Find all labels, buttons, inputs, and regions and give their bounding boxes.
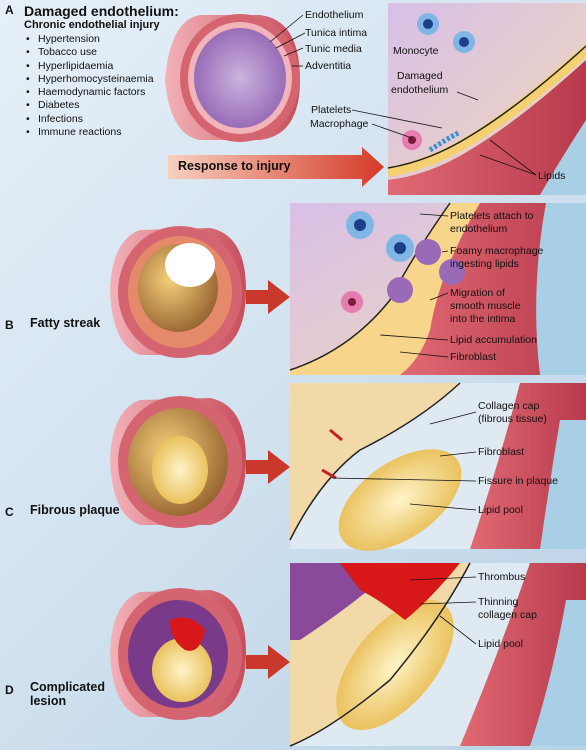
panel-d-letter: D (5, 683, 14, 697)
label-damaged: Damaged (397, 70, 443, 82)
panel-c-letter: C (5, 505, 14, 519)
panel-b-arrow (246, 280, 290, 314)
label-endothelium: Endothelium (305, 9, 364, 21)
label-tunica-intima: Tunica intima (305, 27, 368, 39)
label-lipid-pool-c: Lipid pool (478, 504, 523, 516)
label-migration-2: smooth muscle (450, 300, 521, 312)
stage-fatty-streak: Fatty streak (30, 316, 101, 330)
label-migration: Migration of (450, 287, 505, 299)
label-platelets-attach-2: endothelium (450, 223, 508, 235)
label-monocyte: Monocyte (393, 45, 439, 57)
label-lipids: Lipids (538, 170, 566, 182)
label-tunic-media: Tunic media (305, 43, 362, 55)
label-thrombus: Thrombus (478, 571, 526, 583)
panel-a-inset (387, 3, 586, 195)
risk-factor-item: Diabetes (24, 99, 154, 113)
risk-factor-list: Hypertension Tobacco use Hyperlipidaemia… (24, 33, 154, 140)
risk-factor-item: Hyperlipidaemia (24, 60, 154, 74)
panel-c-arrow (246, 450, 290, 484)
panel-b-leaders (379, 213, 449, 358)
stage-complicated: Complicated (30, 680, 106, 694)
label-lipid-accumulation: Lipid accumulation (450, 334, 537, 346)
label-platelets-attach: Platelets attach to (450, 210, 534, 222)
panel-c-vessel (110, 396, 246, 528)
panel-a-leaders (269, 14, 537, 176)
panel-b-vessel (110, 226, 246, 358)
panel-d-leaders (409, 576, 477, 645)
panel-a-vessel (165, 14, 300, 142)
risk-factor-item: Tobacco use (24, 46, 154, 60)
risk-factor-item: Hyperhomocysteinaemia (24, 73, 154, 87)
stage-fibrous-plaque: Fibrous plaque (30, 503, 120, 517)
panel-c-leaders (331, 411, 477, 511)
risk-factor-item: Haemodynamic factors (24, 86, 154, 100)
panel-a-title: Damaged endothelium: (24, 3, 179, 19)
label-thinning-2: collagen cap (478, 609, 537, 621)
panel-a-subtitle: Chronic endothelial injury (24, 19, 160, 31)
panel-d-arrow (246, 645, 290, 679)
label-collagen-cap-2: (fibrous tissue) (478, 413, 547, 425)
panel-b-letter: B (5, 318, 14, 332)
label-migration-3: into the intima (450, 313, 516, 325)
risk-factor-item: Immune reactions (24, 126, 154, 140)
label-foamy-macrophage-2: ingesting lipids (450, 258, 519, 270)
response-arrow-shape (168, 147, 384, 187)
stage-lesion: lesion (30, 694, 67, 708)
label-endothelium-2: endothelium (391, 84, 449, 96)
panel-d-vessel (110, 588, 246, 720)
label-fissure: Fissure in plaque (478, 475, 558, 487)
panel-c-inset (289, 382, 586, 551)
label-thinning: Thinning (478, 596, 519, 608)
label-macrophage: Macrophage (310, 118, 369, 130)
label-fibroblast-b: Fibroblast (450, 351, 497, 363)
label-fibroblast-c: Fibroblast (478, 446, 525, 458)
label-lipid-pool-d: Lipid pool (478, 638, 523, 650)
panel-d-inset (289, 562, 586, 747)
label-adventitia: Adventitia (305, 60, 352, 72)
risk-factor-item: Hypertension (24, 33, 154, 47)
panel-a-letter: A (5, 3, 14, 17)
risk-factor-item: Infections (24, 113, 154, 127)
response-to-injury-label: Response to injury (178, 159, 291, 173)
label-platelets: Platelets (311, 104, 352, 116)
panel-b-inset (289, 202, 586, 375)
label-foamy-macrophage: Foamy macrophage (450, 245, 544, 257)
label-collagen-cap: Collagen cap (478, 400, 540, 412)
